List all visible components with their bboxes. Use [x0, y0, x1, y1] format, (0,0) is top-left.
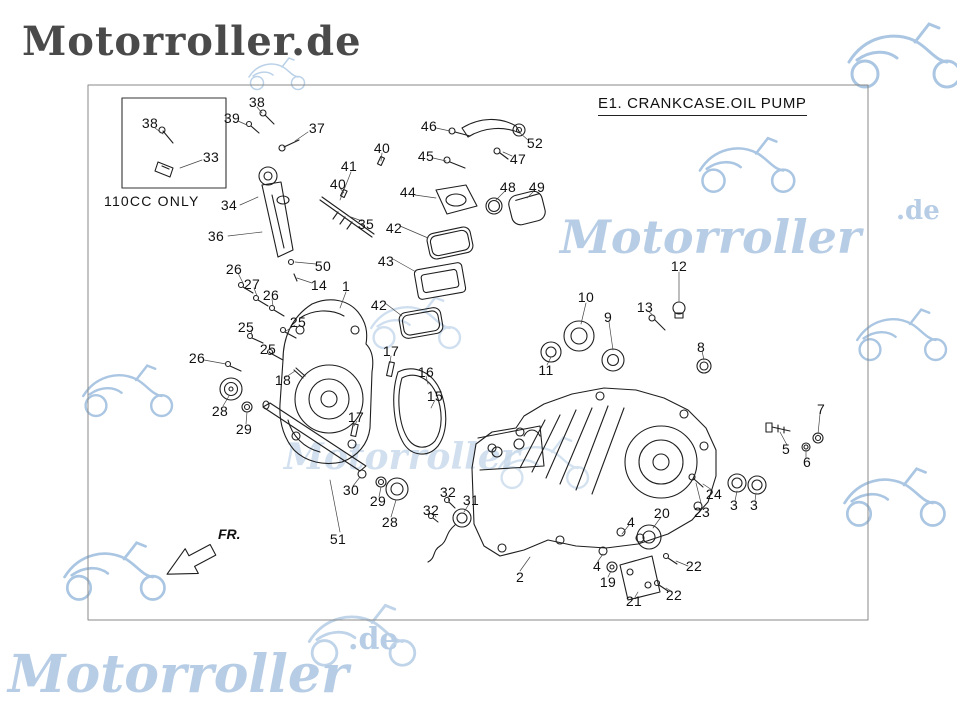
- oil-pump-lever: [443, 118, 526, 169]
- fr-direction-label: FR.: [218, 526, 241, 542]
- pump-gaskets-plates: [398, 226, 474, 339]
- bearing-seal-right: [540, 320, 625, 372]
- brand-watermark-inner: Motorroller: [284, 436, 520, 478]
- case-bolts-left: [224, 281, 306, 379]
- fr-direction-arrow: [166, 543, 217, 575]
- brand-watermark-bottom: Motorroller: [8, 644, 349, 705]
- crankcase-right-half: [471, 387, 717, 557]
- variant-note-110cc: 110CC ONLY: [104, 193, 200, 209]
- shift-rod: [319, 155, 386, 238]
- pickup-sensor: [427, 496, 472, 563]
- brand-watermark-top: Motorroller.de: [22, 18, 362, 65]
- drain-bolt-group: [765, 422, 824, 452]
- dowel-pins: [350, 361, 395, 438]
- brand-watermark-bottom-de: .de: [348, 622, 399, 657]
- oil-pump-body: [435, 184, 546, 226]
- diagram-border: [87, 84, 869, 621]
- breather-plug-group: [648, 301, 712, 374]
- variant-box-110cc: [121, 97, 227, 189]
- idler-rollers: [688, 473, 767, 495]
- oil-filler-tube: [258, 166, 298, 282]
- brand-watermark-middle: Motorroller: [560, 210, 862, 264]
- fasteners-top-left: [245, 109, 300, 152]
- crankcase-left-half: [279, 299, 374, 465]
- diagram-title: E1. CRANKCASE.OIL PUMP: [598, 95, 807, 116]
- brand-watermark-middle-de: .de: [896, 196, 940, 226]
- leader-lines: [154, 106, 821, 598]
- oil-pump-assembly: [598, 524, 678, 601]
- bearing-seal-left: [219, 377, 253, 413]
- center-gasket: [393, 368, 447, 455]
- drive-shaft: [262, 400, 409, 501]
